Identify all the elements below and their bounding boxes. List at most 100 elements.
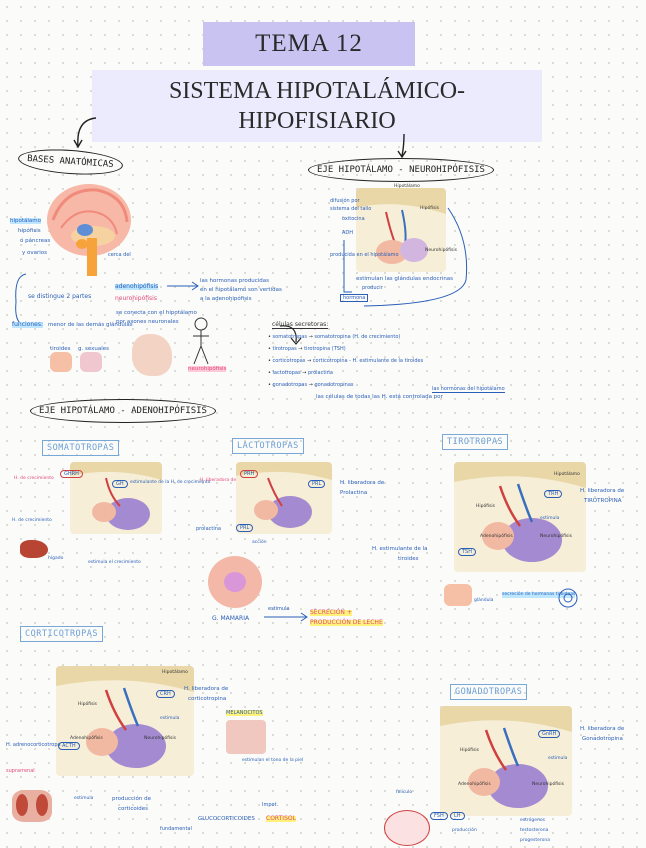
label-hipofisis: hipófisis — [18, 228, 41, 234]
label-tiroides: tiroides — [50, 346, 71, 352]
cortico-estimula-2: estimula — [74, 796, 94, 801]
cortico-impot: Impot. — [262, 802, 279, 808]
label-menor: menor de las demás glándulas — [48, 322, 133, 328]
cortico-produccion: producción de — [112, 796, 152, 802]
lacto-h-liberadora: H. liberadora de — [340, 480, 385, 486]
label-hipotalamo: hipotálamo — [10, 218, 42, 224]
celula-row: • corticotropas → corticotropina - H. es… — [268, 358, 424, 364]
celulas-heading: células secretoras: — [272, 321, 329, 329]
bases-heading-text: BASES ANATÓMICAS — [26, 153, 114, 171]
cortico-acth: ACTH — [58, 742, 80, 750]
ovary-illustration — [384, 810, 430, 846]
skin-illustration — [226, 720, 266, 754]
neuro-adh: ADH — [342, 230, 354, 236]
celulas-list: • somatotropas → somatotropina (H. de cr… — [268, 334, 423, 394]
label-neuro: neurohipófisis — [115, 295, 157, 302]
kidney-left-icon — [16, 794, 28, 816]
tema-text: TEMA 12 — [255, 30, 363, 57]
gonado-fsh: FSH — [430, 812, 448, 820]
gonado-testosterona: testosterona — [520, 828, 549, 833]
soma-red-note: H. de crecimiento — [14, 476, 54, 481]
tiro-estimula: estimula — [540, 516, 560, 521]
tirotropas-text: TIROTROPAS — [447, 437, 504, 447]
gonadotropas-text: GONADOTROPAS — [455, 687, 523, 697]
tiro-neuro: Neurohipófisis — [540, 534, 572, 539]
eje-adeno-text: EJE HIPOTÁLAMO - ADENOHIPÓFISIS — [39, 406, 207, 416]
pituitary-lacto-icon — [236, 462, 332, 534]
lacto-prh: PRH — [240, 470, 259, 478]
tiro-trh: TRH — [544, 490, 563, 498]
corticotropas-text: CORTICOTROPAS — [25, 629, 99, 639]
tiro-hipofisis: Hipófisis — [476, 504, 496, 509]
bracket-icon — [15, 273, 27, 327]
tiro-tiroides: tiroides — [398, 556, 419, 562]
celula-name: somatotropas — [272, 334, 307, 340]
cortico-estimulan: estimulan el tono de la piel — [242, 758, 304, 763]
arrow-to-eje-neuro-icon — [397, 134, 407, 159]
corticotropas-box: CORTICOTROPAS — [20, 626, 104, 642]
lacto-prolactina: prolactina — [196, 526, 221, 532]
corticotropas-diagram — [56, 666, 194, 776]
celula-hormone: gonadotropinas — [314, 382, 354, 388]
lacto-estimula: estimula — [268, 606, 290, 612]
tiro-tirotropina: TIROTROPINA — [584, 498, 622, 504]
lacto-accion: acción — [252, 540, 267, 545]
note-en-hipotalamo: en el hipotálamo son vertidas — [200, 287, 282, 293]
lacto-prolactina-t: Prolactina — [340, 490, 368, 496]
gonado-estimula: estimula — [548, 756, 568, 761]
celula-hormone: somatotropina (H. de crecimiento) — [314, 334, 401, 340]
arrow-to-bases-icon — [73, 117, 97, 149]
cell-circle-icon — [558, 588, 578, 608]
cortico-estimula: estimula — [160, 716, 180, 721]
neuro-difusion: difusión por — [330, 198, 360, 204]
kidney-right-icon — [36, 794, 48, 816]
cortico-hipofisis: Hipófisis — [78, 702, 98, 707]
tiro-h-estimulante: H. estimulante de la — [372, 546, 428, 552]
label-pancreas: ó páncreas — [20, 238, 51, 244]
celula-hormone: prolactina — [307, 370, 333, 376]
lacto-prl: PRL — [236, 524, 254, 532]
celula-row: • gonadotropas → gonadotropinas — [268, 382, 354, 388]
eje-neuro-text: EJE HIPOTÁLAMO - NEUROHIPÓFISIS — [317, 165, 485, 175]
cortico-h-liberadora: H. liberadora de — [184, 686, 229, 692]
label-ovarios: y ovarios — [22, 250, 48, 256]
lacto-liberadora: H. liberadora de — [200, 478, 237, 483]
tiroides-thumb — [50, 352, 72, 372]
label-adeno: adenohipófisis — [115, 283, 159, 290]
gonado-lh: LH — [450, 812, 465, 820]
neuro-sistema: sistema del tallo — [330, 206, 372, 212]
soma-inhibe: estimulante de la H. de crecimiento — [130, 480, 211, 485]
soma-higado: hígado — [48, 556, 64, 561]
eje-adeno-heading: EJE HIPOTÁLAMO - ADENOHIPÓFISIS — [30, 399, 216, 423]
somatotropas-text: SOMATOTROPAS — [47, 443, 115, 453]
soma-ghrh: GHRH — [60, 470, 83, 478]
tiro-h-liberadora: H. liberadora de — [580, 488, 625, 494]
arrow-right-icon — [167, 281, 199, 291]
pituitary-tiro-icon — [454, 462, 586, 572]
kidney-illustration — [12, 790, 52, 822]
cortico-cortisol: CORTISOL — [266, 815, 296, 822]
lactotropas-box: LACTOTROPAS — [232, 438, 304, 454]
label-se-distingue: se distingue 2 partes — [28, 293, 92, 300]
lacto-prl-top: PRL — [308, 480, 326, 488]
celula-row: • somatotropas → somatotropina (H. de cr… — [268, 334, 401, 340]
arrow-curve-icon — [279, 325, 302, 345]
note-hormonas: las hormonas producidas — [200, 278, 269, 284]
tiro-tsh: TSH — [458, 548, 476, 556]
celula-row: • lactotropas → prolactina — [268, 370, 333, 376]
note-por-axones: por axones neuronales — [116, 319, 179, 325]
bases-anatomicas-heading: BASES ANATÓMICAS — [17, 146, 124, 178]
label-hipotalamo-neuro: Hipotálamo — [394, 184, 420, 189]
lacto-produccion: PRODUCCIÓN DE LECHE — [310, 619, 383, 626]
lactotropas-text: LACTOTROPAS — [237, 441, 299, 451]
neuro-estimulan: estimulan las glándulas endocrinas — [356, 276, 454, 282]
soma-hgh: H. de crecimiento — [12, 518, 52, 523]
gonadotropas-diagram — [440, 706, 572, 816]
eje-neuro-heading: EJE HIPOTÁLAMO - NEUROHIPÓFISIS — [308, 158, 494, 182]
cortico-hipotalamo: Hipotálamo — [162, 670, 188, 675]
pituitary-soma-icon — [70, 462, 162, 534]
tiro-secrecion: secreción de hormonas tiroideas — [502, 592, 576, 598]
main-title: SISTEMA HIPOTALÁMICO- HIPOFISIARIO — [92, 70, 542, 142]
cortico-neuro: Neurohipófisis — [144, 736, 176, 741]
pituitary-cortico-icon — [56, 666, 194, 776]
